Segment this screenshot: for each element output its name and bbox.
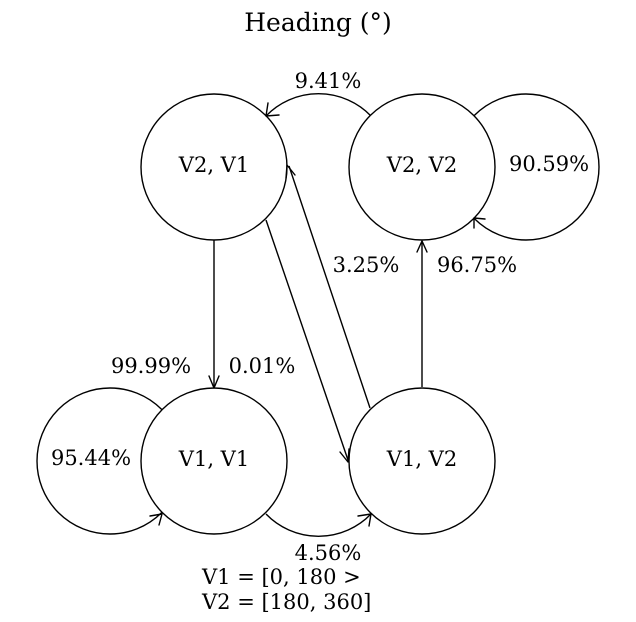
edge-label-v1v1-to-v1v2: 4.56% <box>295 541 362 565</box>
edge-v2v2-to-v2v1 <box>265 93 372 117</box>
arrowhead-v2v1-to-v1v1 <box>208 375 220 389</box>
edge-label-v2v2-to-v2v1: 9.41% <box>295 69 362 93</box>
legend-v2: V2 = [180, 360] <box>201 590 371 614</box>
edge-label-v2v1-to-v1v1-a: 99.99% <box>111 354 191 378</box>
arrowhead-v1v1-self <box>149 513 163 526</box>
edge-label-v1v1-self: 95.44% <box>51 446 131 470</box>
edge-v1v1-to-v1v2 <box>265 513 372 537</box>
diagram-title: Heading (°) <box>244 8 392 37</box>
edge-label-v1v2-to-v2v1: 3.25% <box>333 253 400 277</box>
arrowhead-v1v2-to-v2v2 <box>416 240 428 253</box>
arrowhead-v2v2-to-v2v1 <box>265 102 280 117</box>
arrowhead-v2v2-self <box>473 217 486 229</box>
edge-v1v2-to-v2v1 <box>288 165 371 409</box>
node-label-v2v2: V2, V2 <box>386 153 457 177</box>
node-label-v2v1: V2, V1 <box>178 153 249 177</box>
node-v2v2 <box>348 93 496 241</box>
node-v1v2 <box>348 387 496 535</box>
edge-v2v1-to-v1v2 <box>265 219 349 461</box>
arrowhead-v2v1-to-v1v2 <box>339 448 350 463</box>
node-label-v1v2: V1, V2 <box>386 447 457 471</box>
node-label-v1v1: V1, V1 <box>178 447 249 471</box>
edge-label-v2v1-to-v1v1-b: 0.01% <box>229 354 296 378</box>
legend-v1: V1 = [0, 180 > <box>201 565 361 589</box>
arrowhead-v1v2-to-v2v1 <box>285 164 296 179</box>
edge-label-v1v2-to-v2v2: 96.75% <box>437 253 517 277</box>
edge-label-v2v2-self: 90.59% <box>509 152 589 176</box>
arrowhead-v1v1-to-v1v2 <box>357 513 372 527</box>
